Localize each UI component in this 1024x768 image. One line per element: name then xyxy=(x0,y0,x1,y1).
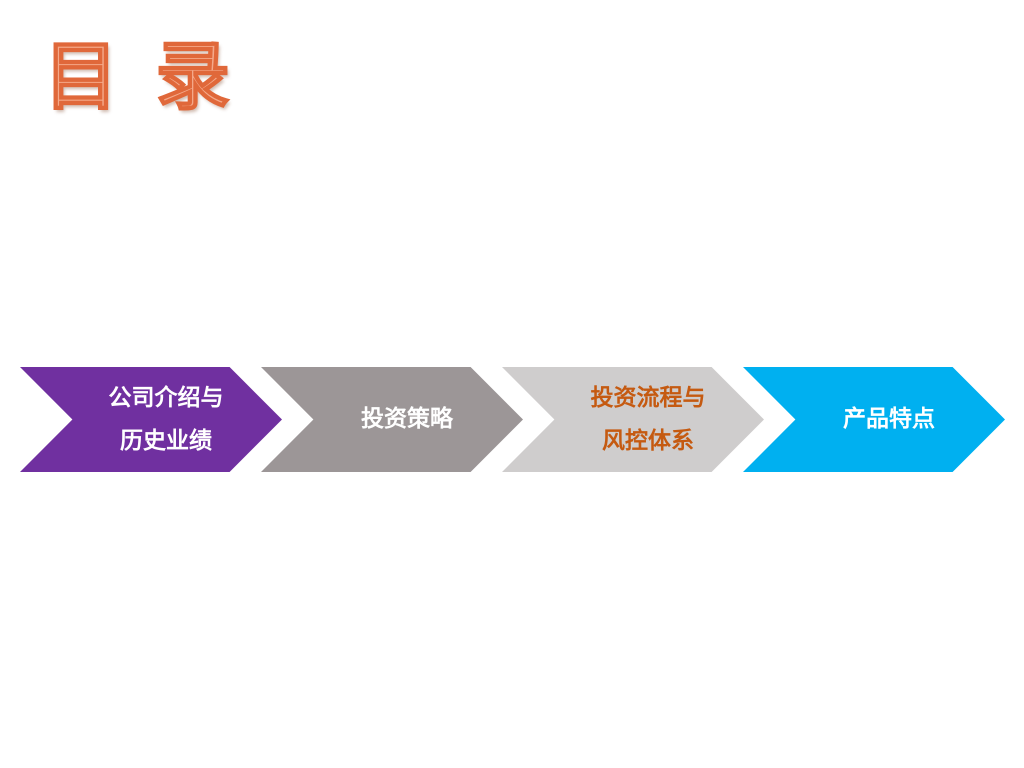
agenda-step-label: 公司介绍与 历史业绩 xyxy=(108,384,224,454)
page-title: 目 录 xyxy=(43,34,236,120)
agenda-step-investment-process[interactable]: 投资流程与 风控体系 xyxy=(502,367,764,472)
agenda-step-label: 投资流程与 风控体系 xyxy=(590,384,706,454)
agenda-step-product-features[interactable]: 产品特点 xyxy=(743,367,1005,472)
agenda-step-label: 产品特点 xyxy=(843,406,935,432)
agenda-chevron-row: 公司介绍与 历史业绩 投资策略 投资流程与 风控体系 产品特点 xyxy=(0,367,1024,472)
agenda-step-company-intro[interactable]: 公司介绍与 历史业绩 xyxy=(20,367,282,472)
agenda-step-label: 投资策略 xyxy=(361,406,453,432)
agenda-step-investment-strategy[interactable]: 投资策略 xyxy=(261,367,523,472)
